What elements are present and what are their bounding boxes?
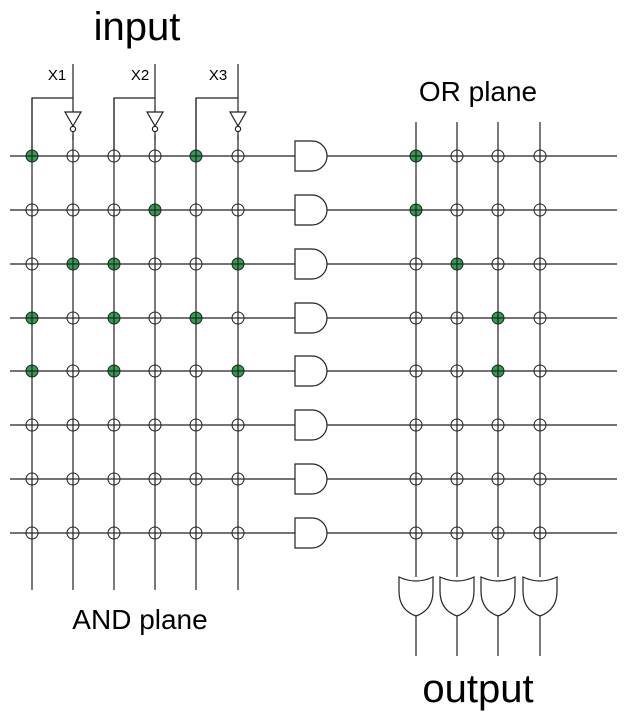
inverter-bubble-x1 bbox=[69, 125, 77, 133]
and-plane-title: AND plane bbox=[72, 604, 207, 635]
input-branch-x2 bbox=[113, 97, 155, 156]
and-gate-icon-7 bbox=[294, 463, 328, 495]
and-gate-icon-8 bbox=[294, 517, 328, 549]
or-gate-icon-3 bbox=[480, 576, 516, 617]
input-label-x3: X3 bbox=[209, 67, 227, 84]
and-gate-icon-6 bbox=[294, 409, 328, 441]
input-branch-x3 bbox=[195, 97, 238, 156]
input-title: input bbox=[94, 5, 181, 49]
crosspoint-nodes bbox=[25, 149, 547, 540]
or-gate-icon-1 bbox=[398, 576, 434, 617]
input-label-x2: X2 bbox=[131, 67, 149, 84]
inverters bbox=[63, 111, 248, 133]
and-gate-icon-1 bbox=[294, 140, 328, 172]
inverter-bubble-x3 bbox=[234, 125, 242, 133]
or-gates bbox=[398, 576, 558, 617]
input-branch-x1 bbox=[31, 97, 73, 156]
inverter-icon-x3 bbox=[228, 111, 248, 128]
and-gate-icon-5 bbox=[294, 355, 328, 387]
or-gate-icon-4 bbox=[522, 576, 558, 617]
and-gate-icon-4 bbox=[294, 302, 328, 334]
and-gate-icon-3 bbox=[294, 248, 328, 280]
input-label-x1: X1 bbox=[48, 67, 66, 84]
and-gate-icon-2 bbox=[294, 194, 328, 226]
output-title: output bbox=[422, 667, 533, 711]
or-gate-icon-2 bbox=[439, 576, 475, 617]
inverter-icon-x2 bbox=[145, 111, 165, 128]
and-gates bbox=[294, 140, 328, 549]
or-plane-title: OR plane bbox=[419, 76, 537, 107]
inverter-bubble-x2 bbox=[151, 125, 159, 133]
inverter-icon-x1 bbox=[63, 111, 83, 128]
input-labels: X1 X2 X3 bbox=[48, 67, 227, 84]
